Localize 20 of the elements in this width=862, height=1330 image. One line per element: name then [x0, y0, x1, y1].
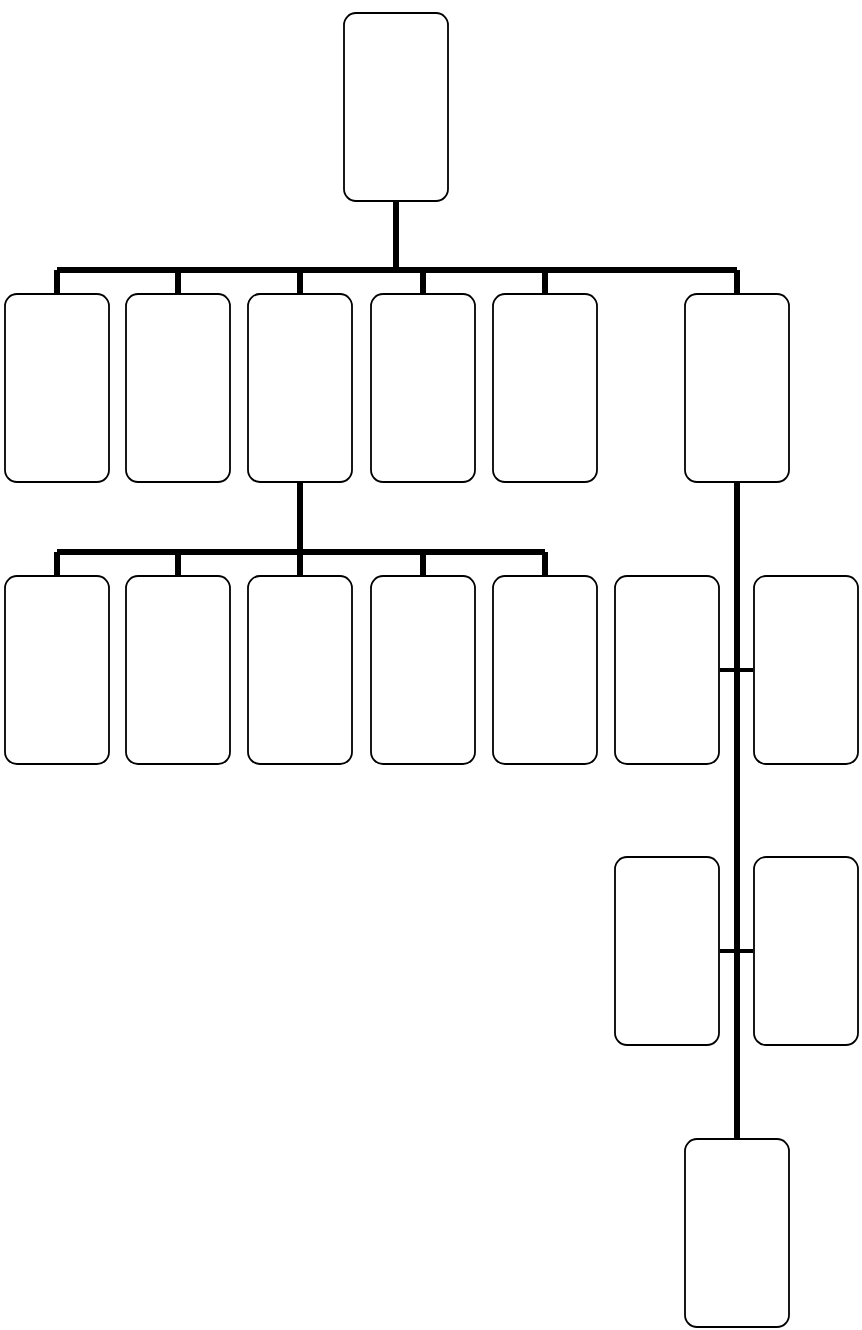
org-chart-box: [370, 293, 476, 483]
org-chart-box: [247, 293, 353, 483]
org-chart-box: [614, 575, 720, 765]
org-chart-box: [4, 293, 110, 483]
org-chart-box: [247, 575, 353, 765]
org-chart-box: [684, 293, 790, 483]
org-chart-box: [370, 575, 476, 765]
connector-line: [719, 482, 754, 1139]
org-chart-box: [125, 575, 231, 765]
connector-line: [54, 479, 548, 576]
org-chart-box: [4, 575, 110, 765]
org-chart-box: [492, 293, 598, 483]
org-chart-box: [753, 575, 859, 765]
org-chart-box: [684, 1138, 790, 1328]
org-chart-box: [125, 293, 231, 483]
org-chart-box: [492, 575, 598, 765]
org-chart-box: [343, 12, 449, 202]
org-chart-box: [753, 856, 859, 1046]
org-chart-box: [614, 856, 720, 1046]
connector-line: [54, 198, 740, 294]
